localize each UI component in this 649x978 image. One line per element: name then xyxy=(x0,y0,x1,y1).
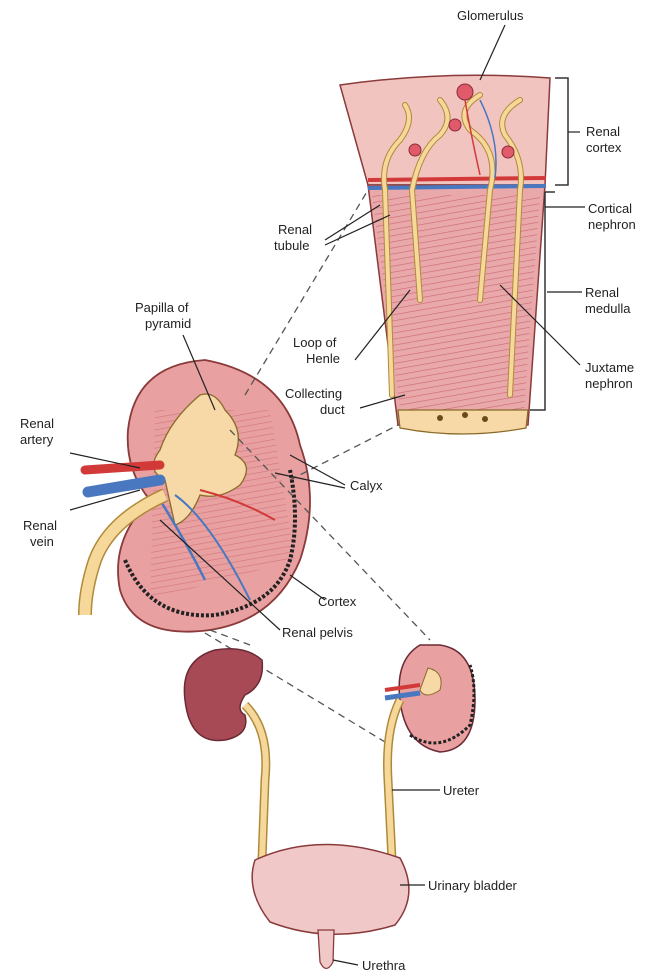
label-juxta-2: nephron xyxy=(585,376,633,391)
label-urinary-bladder: Urinary bladder xyxy=(428,878,518,893)
label-renal-cortex-1: Renal xyxy=(586,124,620,139)
label-renal-tubule-2: tubule xyxy=(274,238,309,253)
label-renal-medulla-2: medulla xyxy=(585,301,631,316)
urethra xyxy=(318,930,334,969)
nephron-wedge xyxy=(340,75,550,434)
label-renal-tubule-1: Renal xyxy=(278,222,312,237)
label-renal-artery-2: artery xyxy=(20,432,54,447)
label-collecting-2: duct xyxy=(320,402,345,417)
renal-artery xyxy=(85,465,160,470)
label-urethra: Urethra xyxy=(362,958,406,973)
label-loop-2: Henle xyxy=(306,351,340,366)
small-kidney-right xyxy=(385,645,475,752)
label-ureter: Ureter xyxy=(443,783,480,798)
label-renal-pelvis: Renal pelvis xyxy=(282,625,353,640)
label-renal-artery-1: Renal xyxy=(20,416,54,431)
label-juxta-1: Juxtame xyxy=(585,360,634,375)
label-cortical-nephron-2: nephron xyxy=(588,217,636,232)
label-collecting-1: Collecting xyxy=(285,386,342,401)
label-renal-cortex-2: cortex xyxy=(586,140,622,155)
label-loop-1: Loop of xyxy=(293,335,337,350)
label-renal-medulla-1: Renal xyxy=(585,285,619,300)
ureters xyxy=(245,700,400,860)
label-cortex: Cortex xyxy=(318,594,357,609)
label-renal-vein-1: Renal xyxy=(23,518,57,533)
label-papilla-2: pyramid xyxy=(145,316,191,331)
small-kidney-left xyxy=(184,649,262,741)
urinary-bladder xyxy=(252,844,409,934)
label-calyx: Calyx xyxy=(350,478,383,493)
label-glomerulus: Glomerulus xyxy=(457,8,524,23)
label-papilla-1: Papilla of xyxy=(135,300,189,315)
glomerulus-1 xyxy=(457,84,473,100)
label-renal-vein-2: vein xyxy=(30,534,54,549)
label-cortical-nephron-1: Cortical xyxy=(588,201,632,216)
